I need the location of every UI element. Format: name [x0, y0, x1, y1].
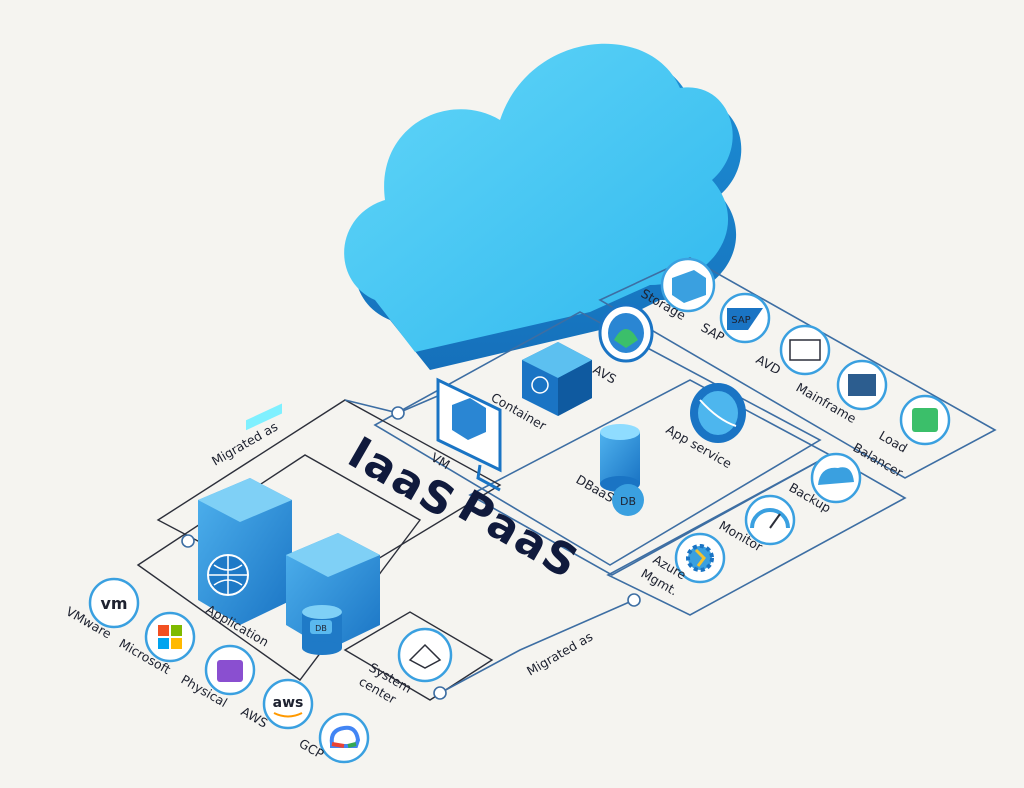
monitor-icon: [436, 377, 502, 492]
physical-icon: [204, 644, 256, 696]
aws-logo-text: aws: [273, 695, 304, 711]
avs-icon: [598, 303, 654, 363]
microsoft-icon: [144, 611, 196, 663]
connector-node: [391, 406, 405, 420]
mainframe-icon: [836, 359, 888, 411]
db-badge-text: DB: [315, 624, 327, 633]
gear-icon: [674, 532, 726, 584]
migrated-as-right-label: Migrated as: [524, 629, 595, 679]
paas-title: PaaS: [450, 480, 588, 589]
server-icon: [198, 403, 292, 625]
app-service-icon: [690, 383, 746, 443]
storage-icon: [660, 257, 716, 313]
database-icon: DB: [302, 605, 342, 655]
avd-icon: [779, 324, 831, 376]
load-balancer-icon: [899, 394, 951, 446]
sap-logo-text: SAP: [731, 315, 750, 326]
cloud-icon: [344, 43, 742, 371]
cube-icon: [522, 342, 592, 416]
connector-node: [433, 686, 447, 700]
migrated-as-left-label: Migrated as: [209, 419, 280, 469]
connector-node: [181, 534, 195, 548]
vmware-icon: vm: [88, 577, 140, 629]
database-icon: DB: [600, 424, 644, 516]
sap-icon: SAP: [719, 292, 771, 344]
system-center-icon: [397, 627, 453, 683]
gcp-icon: [318, 712, 370, 764]
gauge-icon: [744, 494, 796, 546]
aws-icon: aws: [262, 678, 314, 730]
vm-logo-text: vm: [100, 594, 127, 613]
connector-node: [627, 593, 641, 607]
db-badge-text: DB: [620, 495, 636, 508]
avd-label: AVD: [754, 352, 784, 378]
backup-icon: [810, 452, 862, 504]
avs-label: AVS: [591, 362, 620, 387]
